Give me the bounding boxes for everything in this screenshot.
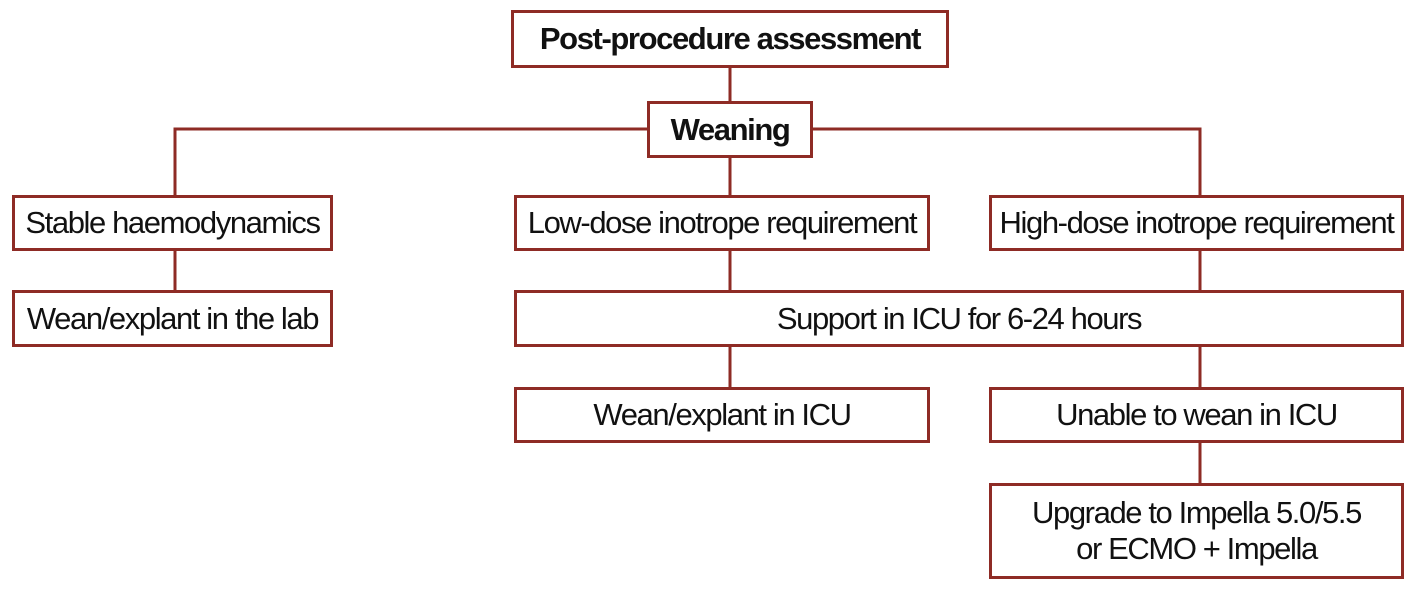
connector-weaning-stable bbox=[173, 127, 647, 196]
node-support-icu: Support in ICU for 6-24 hours bbox=[514, 290, 1404, 347]
node-post-procedure-assessment: Post-procedure assessment bbox=[511, 10, 949, 68]
node-weaning: Weaning bbox=[647, 101, 813, 158]
node-low-dose-inotrope: Low-dose inotrope requirement bbox=[514, 195, 930, 251]
node-wean-explant-lab: Wean/explant in the lab bbox=[12, 290, 333, 347]
upgrade-line-2: or ECMO + Impella bbox=[1076, 531, 1318, 566]
node-upgrade-impella: Upgrade to Impella 5.0/5.5 or ECMO + Imp… bbox=[989, 483, 1404, 579]
connector-weaning-high bbox=[812, 127, 1202, 196]
node-high-dose-inotrope: High-dose inotrope requirement bbox=[989, 195, 1404, 251]
upgrade-line-1: Upgrade to Impella 5.0/5.5 bbox=[1032, 495, 1362, 530]
node-stable-haemodynamics: Stable haemodynamics bbox=[12, 195, 333, 251]
node-wean-explant-icu: Wean/explant in ICU bbox=[514, 387, 930, 443]
node-unable-to-wean: Unable to wean in ICU bbox=[989, 387, 1404, 443]
